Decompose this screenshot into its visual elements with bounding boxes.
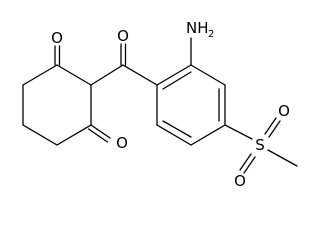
oxygen-label: O [234,172,246,190]
sulfur-label: S [255,136,265,154]
benzene-ring [156,64,226,146]
ketone-bond-bottom [87,124,111,143]
amine-label: NH [186,19,209,37]
carbonyl-bond [120,43,127,66]
oxygen-label: O [117,27,129,45]
oxygen-label: O [51,29,63,47]
sulfonyl-bond [224,124,253,140]
cyclohexanedione-ring [22,64,92,146]
amine-subscript: 2 [208,29,214,40]
sulfonyl-oxygen-bond-lower [239,153,256,174]
ring-bond [56,124,92,146]
methyl-bond [267,149,298,167]
bridge-bond [90,64,124,86]
ring-bond [22,64,58,86]
ketone-bond-top [54,45,61,66]
ring-bond [22,124,58,146]
oxygen-label: O [278,102,290,120]
ring-bond [56,64,92,86]
oxygen-label: O [116,134,128,152]
chemical-structure: O O O NH 2 S O O [22,19,298,190]
aryl-bond [122,64,158,86]
sulfonyl-oxygen-bond-upper [264,117,281,138]
